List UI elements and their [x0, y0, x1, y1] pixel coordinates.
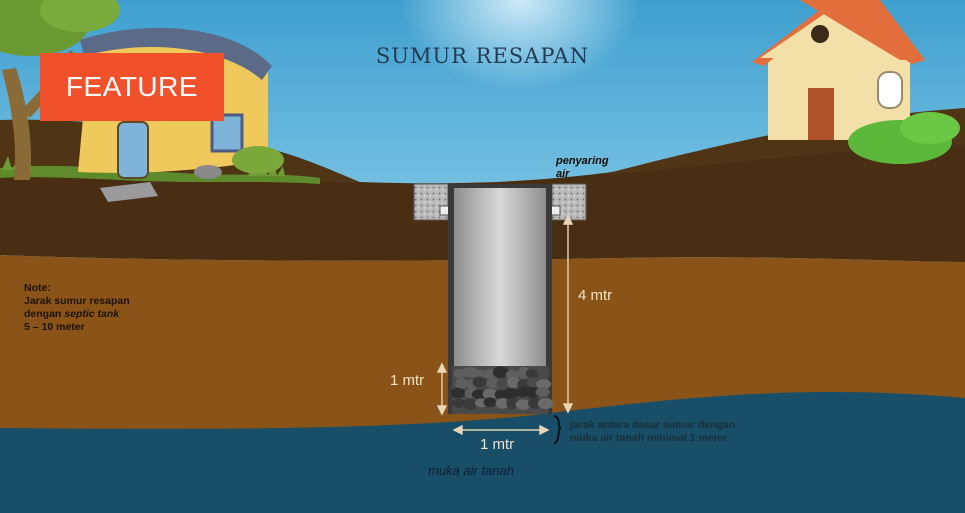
filter-label-line-1: penyaring: [556, 155, 609, 167]
gravel-stone: [463, 398, 477, 411]
gravel-stone: [486, 377, 501, 389]
distance-note-line-2: muka air tanah minimal 1 meter: [570, 432, 727, 444]
note-line-1: Jarak sumur resapan: [24, 295, 130, 307]
distance-note: jarak antara dasar sumur dengan muka air…: [570, 419, 735, 445]
gravel-stone: [502, 387, 519, 400]
measure-4m: [562, 214, 574, 414]
note-heading: Note:: [24, 282, 51, 294]
gravel-stone: [536, 379, 552, 389]
note-block: Note: Jarak sumur resapan dengan septic …: [24, 282, 130, 334]
gravel-stone: [450, 387, 466, 399]
depth-total-label: 4 mtr: [578, 287, 613, 304]
gravel-stone: [516, 386, 530, 398]
diagram-title: SUMUR RESAPAN: [375, 44, 590, 68]
gravel-stone: [525, 368, 540, 379]
gravel-stone: [535, 387, 550, 397]
right-house: [752, 0, 960, 164]
well-width-label: 1 mtr: [480, 436, 515, 453]
measure-1m-vertical: [436, 362, 448, 416]
gravel-stone: [515, 399, 531, 410]
feature-badge: FEATURE: [40, 53, 224, 121]
filter-block-left: [413, 183, 449, 221]
gravel-stone: [495, 398, 510, 409]
gravel-stone: [506, 397, 519, 410]
gravel-height-label: 1 mtr: [390, 372, 425, 389]
water-table-label: muka air tanah: [428, 463, 514, 478]
gravel-stone: [506, 376, 521, 389]
note-line-2: dengan septic tank: [24, 308, 120, 320]
sun-glow: [400, 0, 640, 90]
measure-1m-horizontal: [452, 424, 550, 436]
gravel-stone: [451, 398, 466, 408]
distance-brace: [553, 415, 562, 445]
gravel-fill: [450, 366, 554, 411]
gravel-stone: [526, 387, 540, 399]
gravel-stone: [492, 366, 509, 379]
gravel-stone: [537, 398, 554, 410]
gravel-stone: [472, 376, 487, 388]
gravel-stone: [496, 378, 511, 389]
filter-label-line-2: air: [556, 168, 570, 180]
filter-label: penyaring air: [556, 155, 609, 181]
distance-note-line-1: jarak antara dasar sumur dengan: [570, 419, 736, 431]
gravel-stone: [455, 378, 469, 389]
gravel-stone: [537, 367, 550, 379]
gravel-stone: [472, 369, 488, 379]
note-italic: septic tank: [64, 308, 120, 320]
gravel-stone: [483, 397, 497, 408]
note-line-3: 5 – 10 meter: [24, 321, 85, 333]
gravel-stone: [482, 388, 498, 400]
